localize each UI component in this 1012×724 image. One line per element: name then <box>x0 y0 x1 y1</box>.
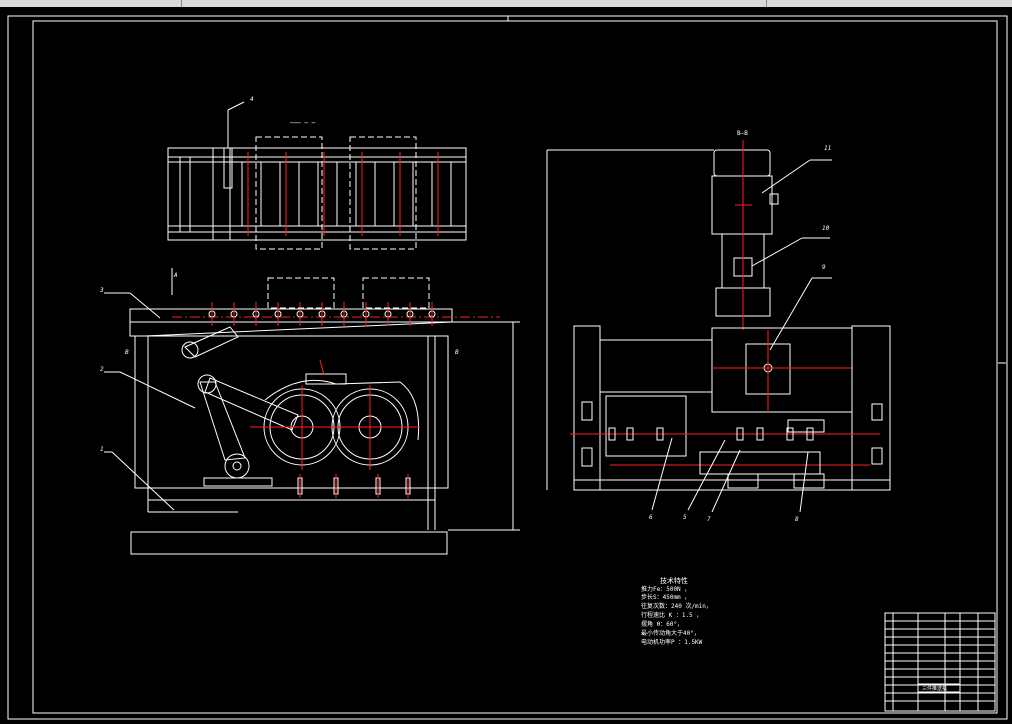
bolt <box>736 427 744 441</box>
part-label-3: 3 <box>99 287 104 294</box>
part-label-11: 11 <box>824 145 831 152</box>
section-bb-caption: B—B <box>737 130 748 137</box>
tech-spec-block: 技术特性 推力Fe：500N ， 步长S：450mm ， 往复次数：240 次/… <box>641 576 712 646</box>
tech-spec-line: 推力Fe：500N ， <box>641 585 690 593</box>
toolbar-divider <box>765 0 767 7</box>
part-label-8: 8 <box>795 516 799 523</box>
top-view-caption: ─── ─ ─ <box>289 120 316 127</box>
tech-spec-line: 摆角 θ：60°， <box>641 620 683 628</box>
base-plate <box>130 531 448 555</box>
bolt <box>806 427 814 441</box>
inner-frame <box>32 20 998 714</box>
part-label-6: 6 <box>649 514 653 521</box>
front-view: A B B 3 2 1 <box>99 268 520 555</box>
bolt <box>756 427 764 441</box>
part-label-5: 5 <box>683 514 687 521</box>
bolt <box>608 427 616 441</box>
tech-spec-line: 行程速比 K ：1.5 ， <box>641 611 702 619</box>
part-label-9: 9 <box>822 264 826 271</box>
tech-spec-line: 往复次数：240 次/min， <box>641 602 712 610</box>
view-arrow-a: A <box>173 272 178 279</box>
part-label-4: 4 <box>250 96 254 103</box>
motor-housing <box>713 149 771 177</box>
bolt <box>626 427 634 441</box>
tech-spec-line: 电动机功率P ：1.5KW <box>641 638 703 646</box>
part-label-1: 1 <box>100 446 104 453</box>
bolt <box>786 427 794 441</box>
title-block: 三件推送机 <box>884 612 996 712</box>
outer-frame <box>7 15 1008 720</box>
bolt <box>656 427 664 441</box>
section-mark-left: B <box>125 349 129 356</box>
part-label-2: 2 <box>100 366 104 373</box>
drawing-name: 三件推送机 <box>922 685 947 692</box>
part-label-10: 10 <box>822 225 830 232</box>
tech-spec-line: 步长S：450mm ， <box>641 593 690 601</box>
section-view-bb: B—B 11 <box>546 130 891 523</box>
section-mark-right: B <box>455 349 459 356</box>
conveyor-rail <box>129 308 453 337</box>
cad-toolbar-strip <box>0 0 1012 7</box>
gearbox <box>711 327 853 413</box>
tech-spec-title: 技术特性 <box>660 576 688 585</box>
tech-spec-line: 最小传动角大于40°， <box>641 629 700 637</box>
toolbar-divider <box>180 0 182 7</box>
top-view: ─── ─ ─ 4 <box>167 96 467 250</box>
part-label-7: 7 <box>707 516 711 523</box>
